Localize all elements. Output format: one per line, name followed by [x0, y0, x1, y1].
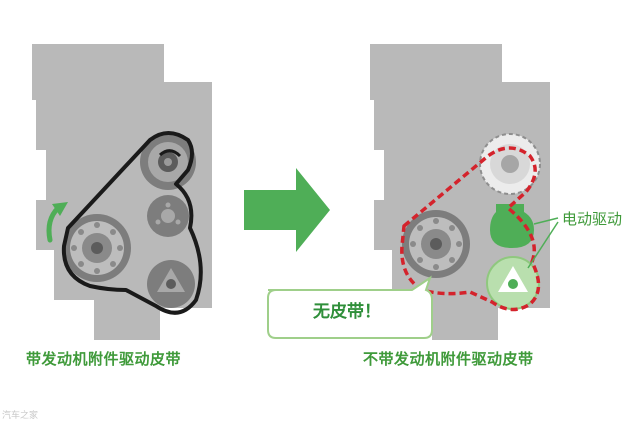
- right-crank-pulley: [402, 210, 470, 278]
- right-ghost-pulley: [479, 133, 541, 195]
- watermark: 汽车之家: [2, 411, 39, 421]
- left-caption: 带发动机附件驱动皮带: [26, 350, 182, 368]
- no-belt-label: 无皮带！: [313, 302, 381, 322]
- rotation-arrow-icon: [46, 202, 68, 243]
- no-belt-callout: [267, 275, 433, 339]
- right-bottom-pulley: [486, 256, 540, 310]
- removed-belt-dashed: [400, 146, 541, 312]
- transition-arrow-icon: [244, 168, 330, 252]
- left-bottom-pulley: [147, 260, 195, 308]
- left-idler-pulley: [147, 195, 189, 237]
- electric-drive-label: 电动驱动: [562, 210, 623, 228]
- motor-label-pointer: [527, 217, 559, 269]
- electric-motor-icon: [490, 204, 534, 248]
- left-belt: [61, 131, 203, 315]
- left-crank-pulley: [63, 214, 131, 282]
- right-caption: 不带发动机附件驱动皮带: [363, 350, 534, 368]
